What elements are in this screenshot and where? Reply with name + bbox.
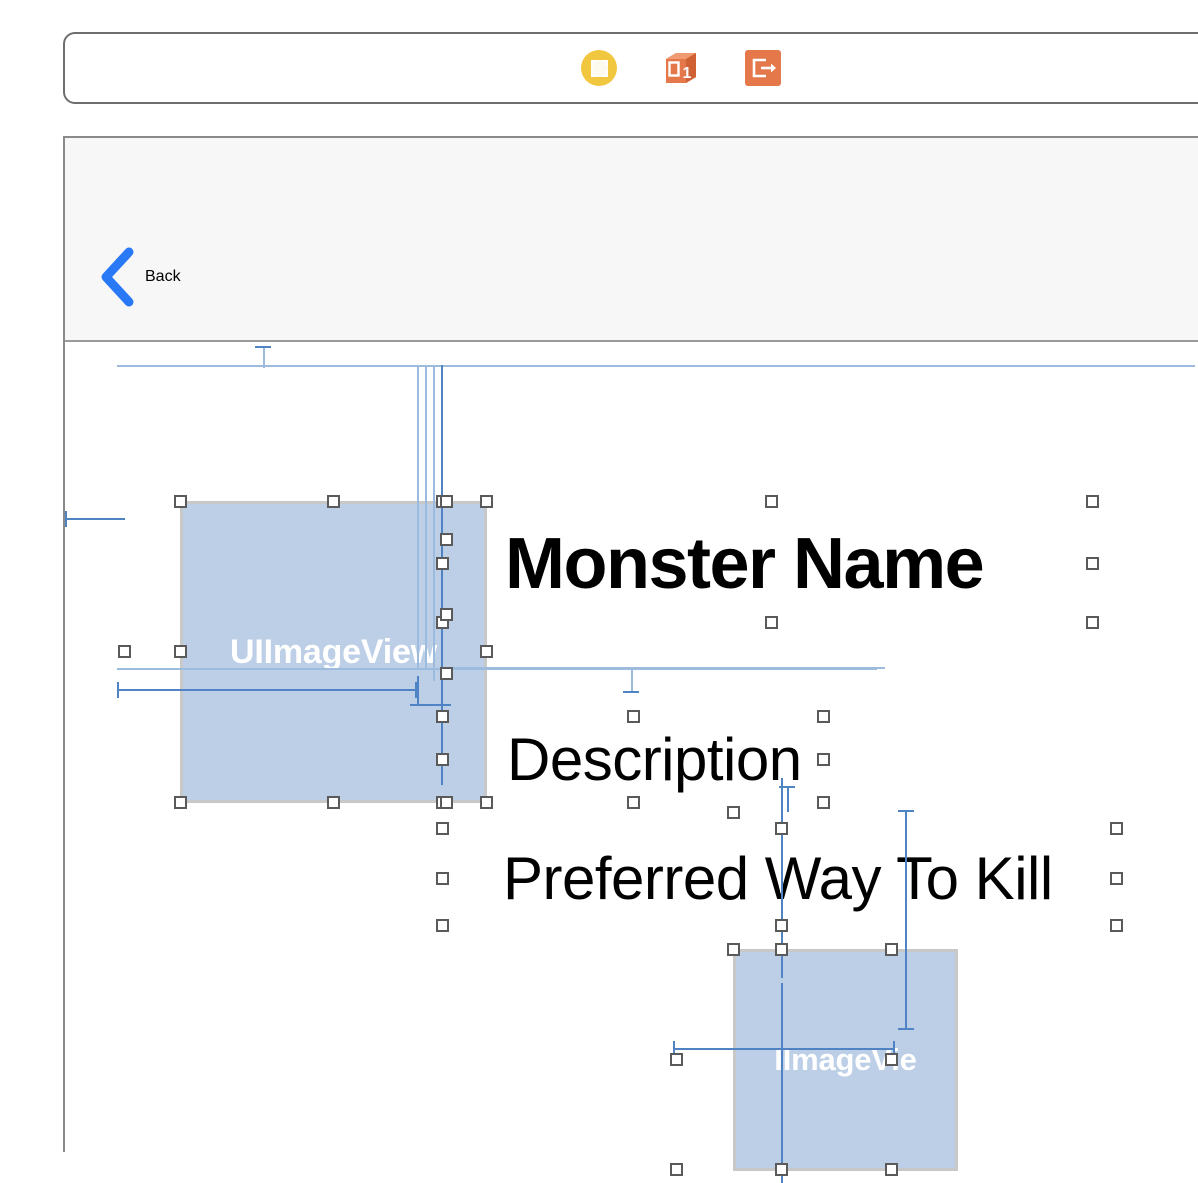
selection-handle[interactable]	[775, 943, 788, 956]
selection-handle[interactable]	[885, 1053, 898, 1066]
selection-handle[interactable]	[817, 710, 830, 723]
selection-handle[interactable]	[480, 495, 493, 508]
selection-handle[interactable]	[436, 872, 449, 885]
selection-handle[interactable]	[436, 753, 449, 766]
constraint-top-secondary[interactable]	[787, 786, 789, 812]
selection-handle[interactable]	[174, 645, 187, 658]
selection-handle[interactable]	[436, 919, 449, 932]
back-button[interactable]: Back	[97, 246, 181, 308]
scene-dock: 1	[63, 32, 1198, 104]
constraint-bottom-primary-alignment[interactable]	[117, 668, 877, 670]
constraint-trailing-primary-a[interactable]	[417, 365, 419, 669]
constraint-endcap	[415, 682, 417, 698]
constraint-width-secondary[interactable]	[673, 1048, 895, 1050]
selection-handle[interactable]	[118, 645, 131, 658]
selection-handle[interactable]	[480, 796, 493, 809]
constraint-endcap	[623, 691, 639, 693]
label-description[interactable]: Description	[507, 726, 802, 793]
svg-text:1: 1	[683, 65, 692, 82]
selection-handle[interactable]	[327, 796, 340, 809]
selection-handle[interactable]	[775, 919, 788, 932]
selection-handle[interactable]	[727, 806, 740, 819]
selection-handle[interactable]	[1110, 919, 1123, 932]
selection-handle[interactable]	[436, 822, 449, 835]
constraint-description-to-next[interactable]	[631, 667, 633, 693]
selection-handle[interactable]	[440, 667, 453, 680]
selection-handle[interactable]	[670, 1163, 683, 1176]
constraint-endcap	[898, 1028, 914, 1030]
constraint-endcap	[117, 682, 119, 698]
constraint-height-secondary[interactable]	[905, 810, 907, 1030]
constraint-endcap	[255, 346, 271, 348]
selection-handle[interactable]	[174, 495, 187, 508]
selection-handle[interactable]	[765, 495, 778, 508]
selection-handle[interactable]	[885, 1163, 898, 1176]
selection-handle[interactable]	[775, 822, 788, 835]
selection-handle[interactable]	[1086, 616, 1099, 629]
constraint-endcap	[410, 704, 426, 706]
constraint-endcap	[779, 786, 795, 788]
constraint-vertical-gap-b[interactable]	[417, 704, 451, 706]
constraint-vertical-gap-a[interactable]	[417, 676, 419, 706]
constraint-monster-name-top[interactable]	[425, 365, 1195, 367]
selection-handle[interactable]	[775, 1163, 788, 1176]
scene-dock-icon-list: 1	[65, 34, 805, 102]
constraint-width-primary[interactable]	[117, 689, 417, 691]
selection-handle[interactable]	[440, 608, 453, 621]
selection-handle[interactable]	[627, 796, 640, 809]
selection-handle[interactable]	[627, 710, 640, 723]
label-preferred-way-to-kill[interactable]: Preferred Way To Kill	[503, 845, 1053, 912]
constraint-endcap	[893, 1041, 895, 1057]
constraint-endcap	[65, 511, 67, 527]
chevron-left-icon	[97, 246, 137, 308]
selection-handle[interactable]	[727, 943, 740, 956]
storyboard-canvas[interactable]: Back UIImageView Monster Name	[63, 136, 1198, 1183]
constraint-leading-primary[interactable]	[65, 518, 125, 520]
selection-handle[interactable]	[327, 495, 340, 508]
imageview-secondary[interactable]: IImageVie	[733, 949, 958, 1171]
selection-handle[interactable]	[1110, 872, 1123, 885]
constraint-description-bottom[interactable]	[441, 667, 885, 669]
selection-handle[interactable]	[174, 796, 187, 809]
selection-handle[interactable]	[436, 710, 449, 723]
selection-handle[interactable]	[885, 943, 898, 956]
selection-handle[interactable]	[480, 645, 493, 658]
selection-handle[interactable]	[817, 796, 830, 809]
selection-handle[interactable]	[436, 557, 449, 570]
constraint-trailing-primary-b[interactable]	[425, 365, 427, 669]
navigation-bar: Back	[65, 138, 1198, 342]
selection-handle[interactable]	[1086, 495, 1099, 508]
constraint-label-leading-stack[interactable]	[441, 365, 443, 785]
selection-handle[interactable]	[440, 796, 453, 809]
exit-icon[interactable]	[745, 50, 781, 86]
constraint-center-secondary[interactable]	[781, 983, 783, 1183]
selection-handle[interactable]	[817, 753, 830, 766]
back-button-label: Back	[145, 268, 181, 285]
selection-handle[interactable]	[1086, 557, 1099, 570]
constraint-vertical-secondary[interactable]	[781, 778, 783, 978]
selection-handle[interactable]	[670, 1053, 683, 1066]
imageview-primary-placeholder-label: UIImageView	[230, 632, 437, 671]
constraint-endcap	[673, 1041, 675, 1057]
constraint-top-primary[interactable]	[263, 346, 265, 368]
view-controller-icon-inner-square	[590, 59, 608, 77]
view-controller-icon[interactable]	[581, 50, 617, 86]
label-monster-name[interactable]: Monster Name	[505, 524, 985, 604]
first-responder-icon[interactable]: 1	[663, 50, 699, 86]
selection-handle[interactable]	[440, 495, 453, 508]
constraint-endcap	[898, 810, 914, 812]
selection-handle[interactable]	[765, 616, 778, 629]
constraint-trailing-primary-c[interactable]	[433, 365, 435, 681]
selection-handle[interactable]	[1110, 822, 1123, 835]
selection-handle[interactable]	[440, 533, 453, 546]
